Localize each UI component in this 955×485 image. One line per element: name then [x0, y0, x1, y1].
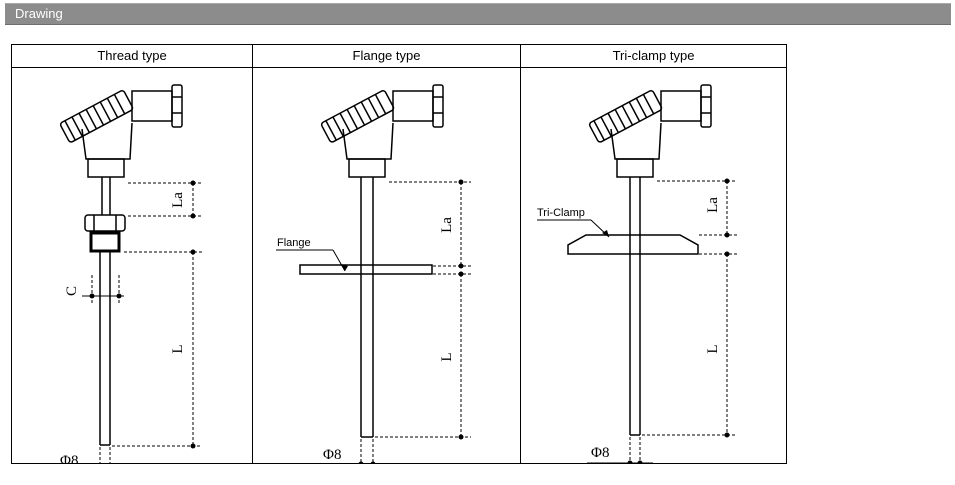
dim-c-label: C [64, 286, 80, 296]
dim-l-label: L [439, 352, 455, 361]
column-title-thread: Thread type [12, 45, 252, 68]
section-header: Drawing [5, 3, 951, 25]
column-triclamp-type: Tri-clamp type [521, 45, 786, 463]
triclamp-label: Tri-Clamp [537, 207, 585, 219]
flange-label: Flange [277, 237, 311, 249]
column-thread-type: Thread type [12, 45, 253, 463]
section-title: Drawing [15, 6, 63, 21]
column-flange-type: Flange type [253, 45, 521, 463]
flange-type-drawing: La L Φ8 Flange [276, 84, 471, 463]
dim-la-label: La [705, 197, 721, 213]
dim-la-label: La [170, 192, 186, 208]
thread-type-drawing: La L C Φ8 [59, 84, 202, 463]
dim-la-label: La [439, 217, 455, 233]
column-title-flange: Flange type [253, 45, 520, 68]
drawing-table: Thread type [11, 44, 787, 464]
head-cover-icon [320, 84, 444, 160]
dim-l-label: L [170, 344, 186, 353]
head-cover-icon [588, 84, 712, 160]
triclamp-type-drawing: La L Φ8 Tri-Clamp [537, 84, 737, 463]
dim-dia-label: Φ8 [323, 447, 341, 463]
dim-l-label: L [705, 344, 721, 353]
column-title-triclamp: Tri-clamp type [521, 45, 786, 68]
head-cover-icon [59, 84, 183, 160]
dim-dia-label: Φ8 [591, 445, 609, 461]
dim-dia-label: Φ8 [60, 453, 78, 463]
